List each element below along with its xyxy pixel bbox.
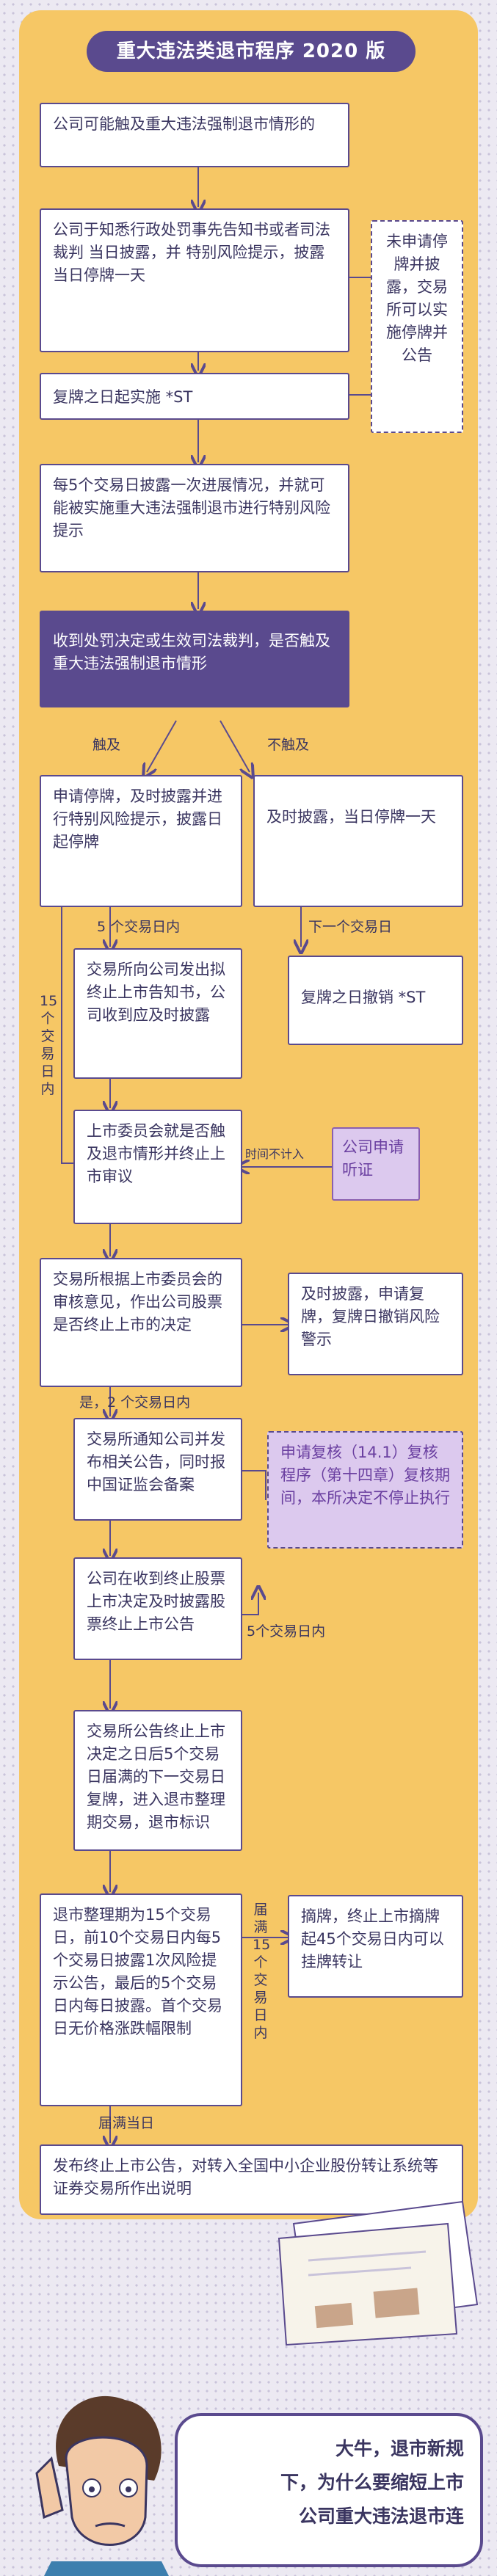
label-yes-2-days: 是，2 个交易日内	[79, 1394, 191, 1411]
speech-line-3: 公司重大违法退市连	[298, 2506, 464, 2527]
label-within-15-days: 15个交易日内	[40, 993, 58, 1097]
documents-illustration	[277, 2200, 479, 2346]
step-listing-committee: 上市委员会就是否触及退市情形并终止上市审议	[73, 1110, 242, 1224]
label-expire-day: 届满当日	[98, 2115, 155, 2131]
label-within-5-days: 5 个交易日内	[97, 919, 181, 935]
step-disclose-one-day: 及时披露，当日停牌一天	[253, 775, 463, 907]
step-delisting-period-start: 交易所公告终止上市决定之日后5个交易日届满的下一交易日复牌，进入退市整理期交易，…	[73, 1710, 242, 1851]
step-delisting-period: 退市整理期为15个交易日，前10个交易日内每5个交易日披露1次风险提示公告，最后…	[40, 1893, 242, 2106]
arrow-touch	[147, 720, 177, 772]
side-exchange-suspend: 未申请停牌并披露，交易所可以实施停牌并公告	[371, 220, 463, 433]
bracket-15-days	[61, 873, 73, 1164]
character-illustration	[35, 2395, 169, 2576]
step-revoke-st: 复牌之日撤销 *ST	[288, 956, 463, 1045]
step-announce-report: 交易所通知公司并发布相关公告，同时报中国证监会备案	[73, 1418, 242, 1521]
step-resume-trading: 及时披露，申请复牌，复牌日撤销风险警示	[288, 1273, 463, 1375]
step-hearing: 公司申请听证	[332, 1127, 420, 1201]
label-touch: 触及	[92, 737, 121, 753]
label-within-5-days-b: 5个交易日内	[247, 1623, 326, 1640]
step-disclose-notice: 公司于知悉行政处罚事先告知书或者司法裁判 当日披露，并 特别风险提示，披露当日停…	[40, 208, 349, 352]
step-may-trigger: 公司可能触及重大违法强制退市情形的	[40, 103, 349, 167]
speech-line-2: 下，为什么要缩短上市	[280, 2472, 464, 2493]
step-final-announcement: 发布终止上市公告，对转入全国中小企业股份转让系统等证券交易所作出说明	[40, 2144, 463, 2215]
step-apply-suspend: 申请停牌，及时披露并进行特别风险提示，披露日起停牌	[40, 775, 242, 907]
step-st: 复牌之日起实施 *ST	[40, 373, 349, 420]
step-decision: 收到处罚决定或生效司法裁判，是否触及重大违法强制退市情形	[40, 611, 349, 707]
step-termination-notice: 交易所向公司发出拟终止上市告知书，公司收到应及时披露	[73, 948, 242, 1079]
arrow-no-touch	[220, 720, 250, 772]
link-l5-review	[242, 1470, 266, 1500]
arrow-l6-review	[242, 1593, 258, 1615]
step-review: 申请复核（14.1）复核程序（第十四章）复核期间，本所决定不停止执行	[267, 1431, 463, 1549]
speech-line-1: 大牛，退市新规	[335, 2438, 464, 2459]
label-next-day: 下一个交易日	[308, 919, 393, 935]
step-termination-announcement: 公司在收到终止股票上市决定及时披露股票终止上市公告	[73, 1557, 242, 1660]
label-not-counted: 时间不计入	[245, 1147, 305, 1161]
label-no-touch: 不触及	[267, 737, 310, 753]
step-delist-transfer: 摘牌，终止上市摘牌起45个交易日内可以挂牌转让	[288, 1895, 463, 1998]
speech-bubble: 大牛，退市新规 下，为什么要缩短上市 公司重大违法退市连	[175, 2413, 483, 2567]
step-exchange-decision: 交易所根据上市委员会的审核意见，作出公司股票是否终止上市的决定	[40, 1258, 242, 1387]
label-expire-15-days: 届满15个交易日内	[253, 1902, 271, 2041]
step-progress: 每5个交易日披露一次进展情况，并就可能被实施重大违法强制退市进行特别风险提示	[40, 464, 349, 572]
page-title: 重大违法类退市程序 2020 版	[87, 31, 416, 72]
